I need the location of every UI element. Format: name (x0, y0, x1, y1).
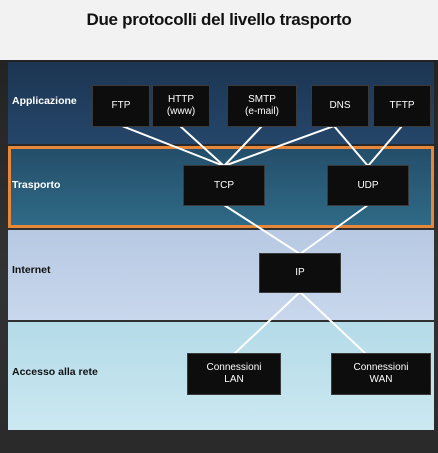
smtp-sublabel: (e-mail) (245, 106, 279, 117)
ftp-box: FTP (93, 86, 149, 126)
http-label: HTTP (167, 94, 195, 105)
tftp-label: TFTP (389, 100, 415, 111)
dns-label: DNS (329, 100, 351, 111)
wan-box: Connessioni WAN (332, 354, 430, 394)
application-layer-label: Applicazione (12, 95, 77, 107)
access-layer-label: Accesso alla rete (12, 366, 98, 378)
internet-layer: Internet (8, 230, 434, 320)
wan-sublabel: WAN (369, 374, 393, 385)
lan-label: Connessioni (206, 362, 262, 373)
smtp-box: SMTP (e-mail) (228, 86, 296, 126)
wan-label: Connessioni (353, 362, 409, 373)
udp-box: UDP (328, 166, 408, 205)
tcp-label: TCP (214, 179, 234, 191)
ip-box: IP (260, 254, 340, 292)
lan-sublabel: LAN (224, 374, 244, 385)
http-sublabel: (www) (166, 106, 196, 117)
lan-box: Connessioni LAN (188, 354, 280, 394)
tcp-box: TCP (184, 166, 264, 205)
diagram-title: Due protocolli del livello trasporto (86, 10, 352, 29)
smtp-label: SMTP (248, 94, 276, 105)
udp-label: UDP (357, 179, 379, 191)
application-layer: Applicazione (8, 62, 434, 144)
http-box: HTTP (www) (153, 86, 209, 126)
ftp-label: FTP (111, 100, 131, 111)
dns-box: DNS (312, 86, 368, 126)
transport-layer-label: Trasporto (12, 179, 61, 191)
internet-layer-label: Internet (12, 264, 51, 276)
tftp-box: TFTP (374, 86, 430, 126)
ip-label: IP (295, 267, 305, 278)
title-bar: Due protocolli del livello trasporto (0, 0, 438, 60)
